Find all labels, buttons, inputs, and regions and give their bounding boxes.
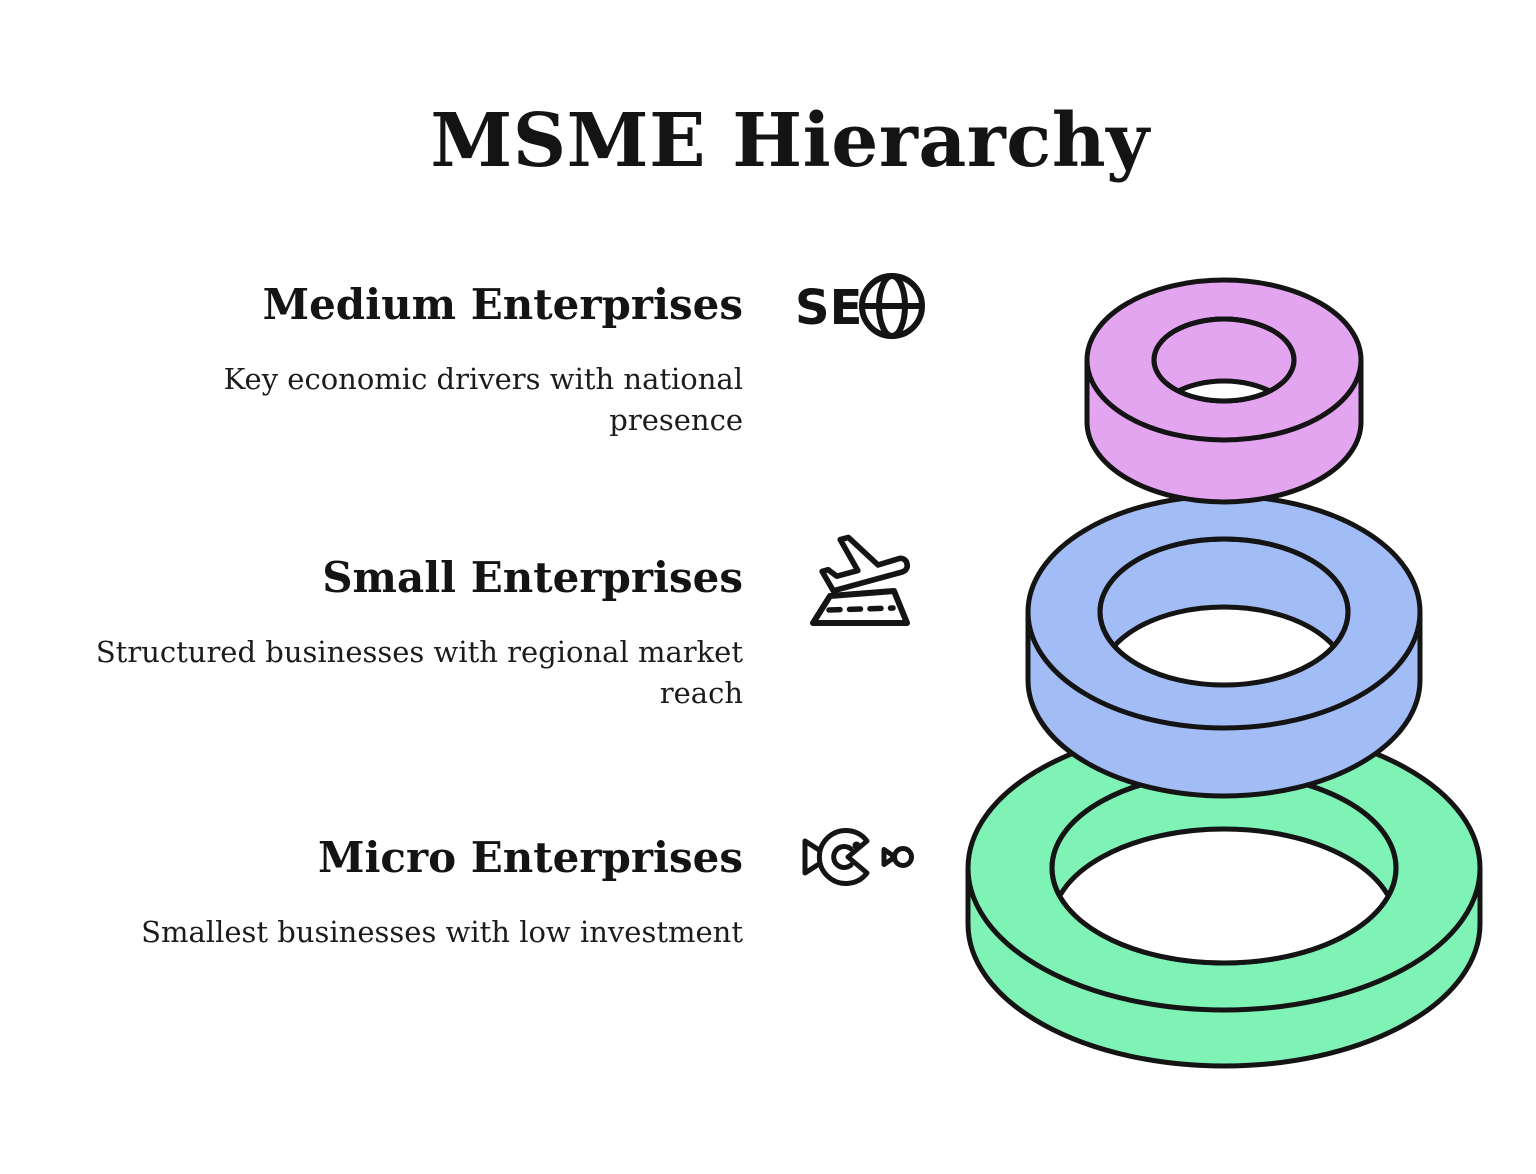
fish-glyph	[802, 828, 914, 886]
section-heading-small: Small Enterprises	[322, 553, 743, 602]
ring-medium	[1084, 277, 1364, 505]
section-medium-enterprises: Medium Enterprises Key economic drivers …	[43, 280, 743, 441]
ring-medium-hole-opening	[1154, 378, 1294, 401]
globe-glyph	[859, 273, 925, 339]
runway-glyph	[810, 588, 910, 626]
ring-small	[1025, 493, 1423, 799]
seo-globe-icon: SE	[795, 272, 927, 346]
ring-small-hole-opening	[1100, 604, 1348, 685]
ring-medium-hole-rim	[1151, 316, 1297, 404]
ring-micro-front-rim	[965, 867, 1483, 1013]
section-heading-micro: Micro Enterprises	[317, 833, 743, 882]
plane-takeoff-icon-svg	[810, 534, 911, 626]
ring-micro-hole-opening	[1052, 826, 1396, 963]
section-heading-medium: Medium Enterprises	[262, 280, 743, 329]
description-line: Key economic drivers with national	[223, 362, 743, 397]
airplane-glyph	[819, 534, 911, 594]
section-micro-enterprises: Micro Enterprises Smallest businesses wi…	[43, 833, 743, 953]
section-description-small: Structured businesses with regional mark…	[43, 632, 743, 714]
description-line: presence	[609, 403, 743, 438]
ring-medium-front-rim	[1084, 359, 1364, 443]
description-line: Smallest businesses with low investment	[141, 915, 743, 950]
section-small-enterprises: Small Enterprises Structured businesses …	[43, 553, 743, 714]
description-line: reach	[659, 676, 743, 711]
big-fish-small-fish-icon	[796, 820, 920, 898]
section-description-medium: Key economic drivers with national prese…	[43, 359, 743, 441]
description-line: Structured businesses with regional mark…	[95, 635, 743, 670]
seo-globe-icon-svg: SE	[795, 273, 925, 339]
section-description-micro: Smallest businesses with low investment	[43, 912, 743, 953]
fish-icon-svg	[802, 828, 914, 886]
plane-takeoff-icon	[806, 528, 916, 636]
seo-letters: SE	[795, 280, 862, 336]
ring-small-hole-rim	[1097, 536, 1351, 688]
ring-small-front-rim	[1025, 611, 1423, 731]
page-title: MSME Hierarchy	[430, 98, 1150, 184]
